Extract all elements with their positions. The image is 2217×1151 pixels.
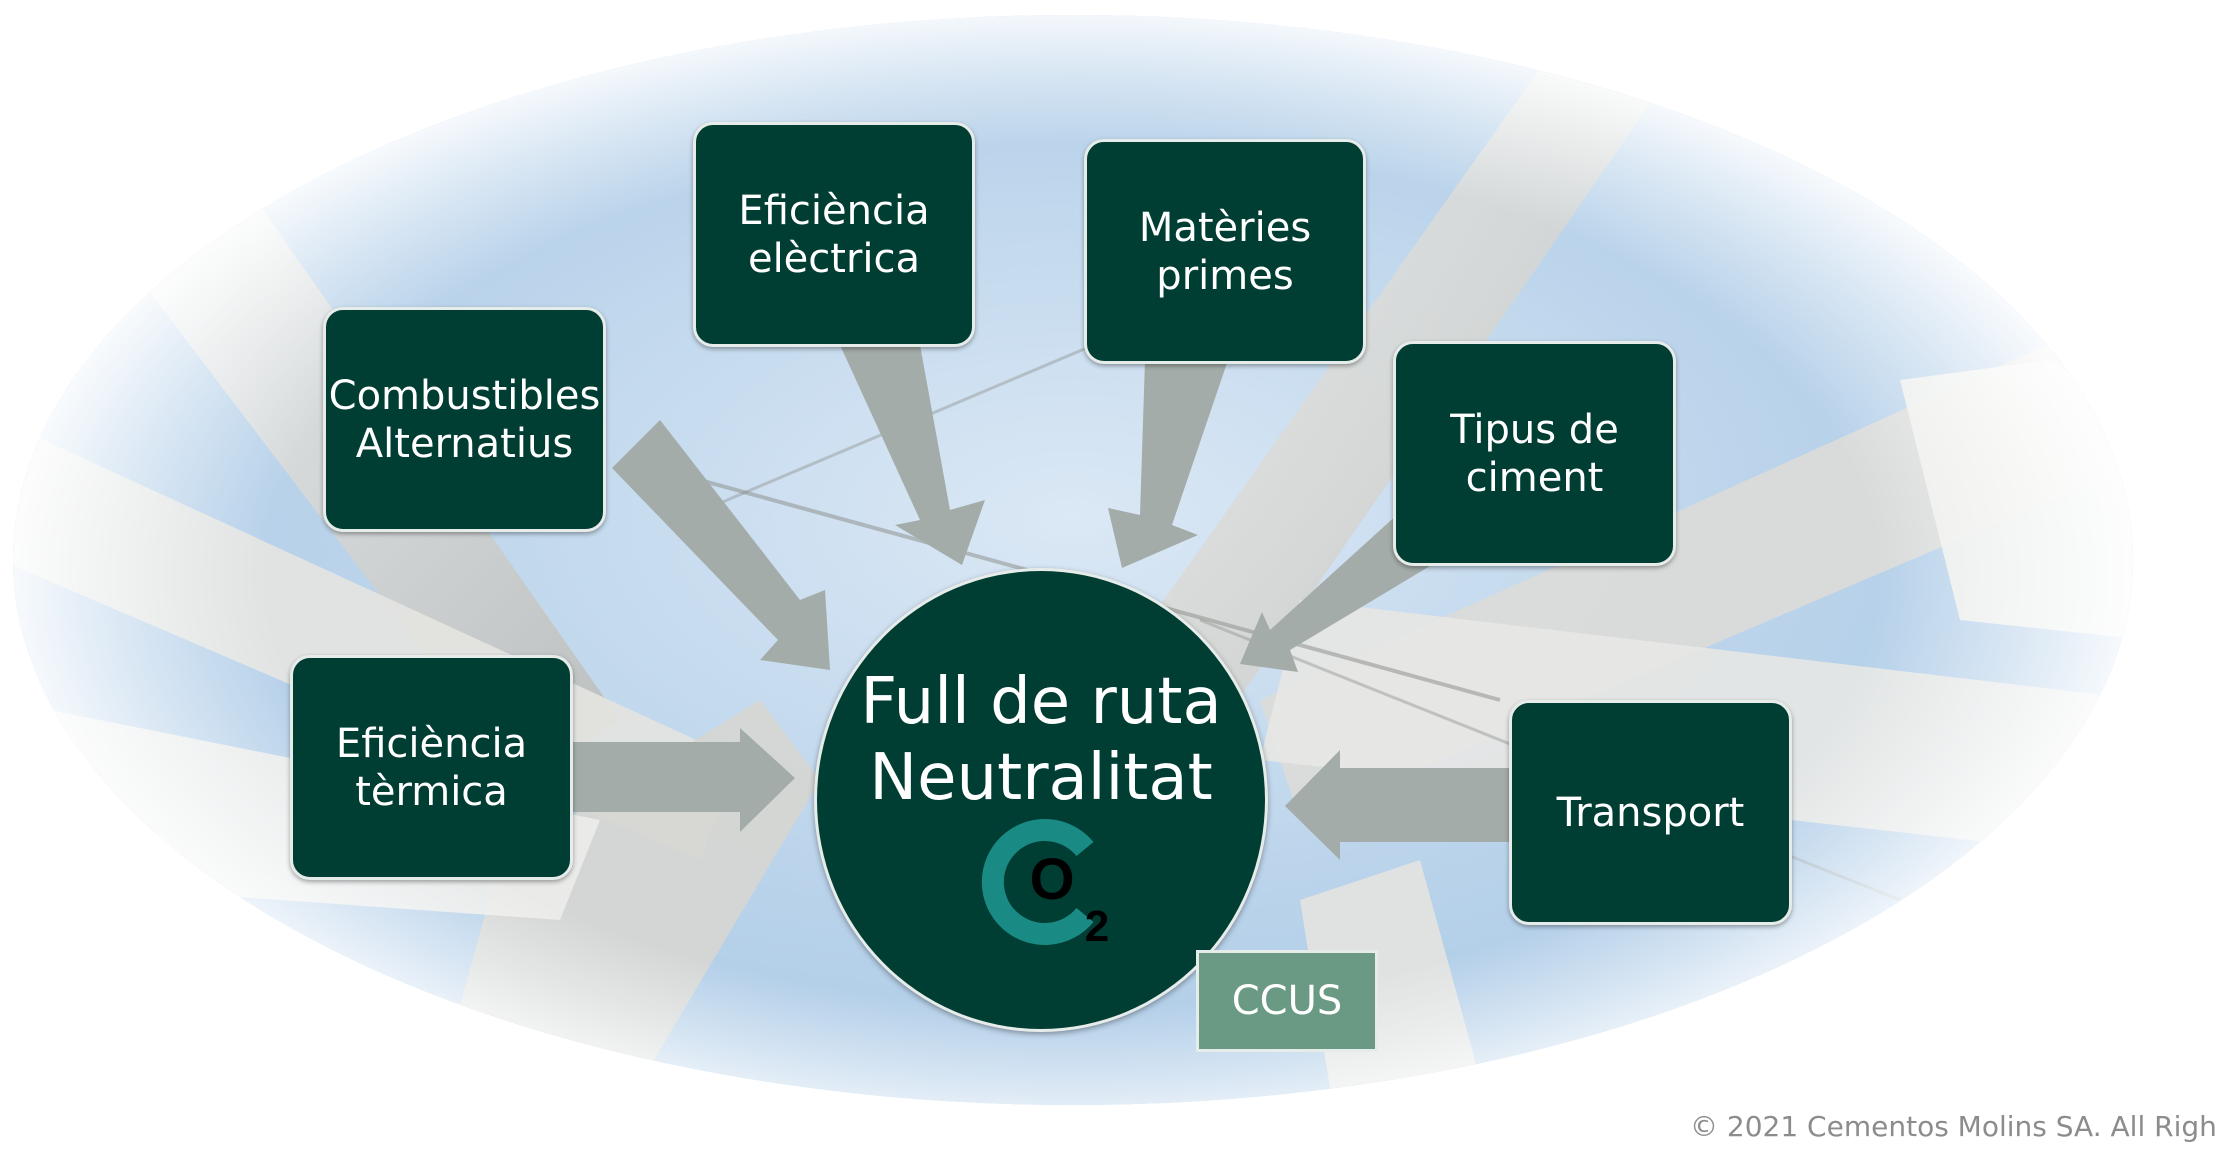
arrow-combustibles — [612, 420, 830, 670]
arrow-tipus-ciment — [1240, 512, 1440, 672]
node-ccus: CCUS — [1196, 950, 1378, 1052]
co2-subscript: 2 — [1085, 902, 1109, 951]
arrow-eficiencia-termica — [570, 728, 795, 832]
node-label: Combustibles Alternatius — [328, 372, 601, 467]
arrow-eficiencia-electrica — [840, 345, 985, 565]
node-label: Tipus de ciment — [1450, 406, 1619, 501]
co2-letter: O — [1029, 847, 1074, 912]
copyright-notice: © 2021 Cementos Molins SA. All Righ — [1690, 1110, 2217, 1143]
node-combustibles-alternatius: Combustibles Alternatius — [323, 307, 606, 532]
node-label: Eficiència tèrmica — [335, 720, 528, 815]
node-transport: Transport — [1509, 700, 1792, 925]
arrows-layer — [570, 345, 1512, 990]
ccus-label: CCUS — [1231, 978, 1343, 1024]
node-materies-primes: Matèries primes — [1084, 139, 1366, 364]
node-label: Eficiència elèctrica — [738, 187, 930, 282]
node-label: Matèries primes — [1138, 204, 1312, 299]
center-title-line2: Neutralitat — [869, 741, 1213, 815]
node-eficiencia-termica: Eficiència tèrmica — [290, 655, 573, 880]
node-eficiencia-electrica: Eficiència elèctrica — [693, 122, 975, 347]
center-title-line1: Full de ruta — [860, 665, 1222, 739]
center-roadmap-circle: Full de ruta Neutralitat O 2 — [814, 568, 1268, 1032]
co2-logo-icon: O 2 — [981, 819, 1109, 951]
node-label: Transport — [1556, 789, 1745, 836]
arrow-transport — [1285, 750, 1512, 860]
arrow-materies-primes — [1108, 360, 1228, 568]
node-tipus-de-ciment: Tipus de ciment — [1393, 341, 1676, 566]
